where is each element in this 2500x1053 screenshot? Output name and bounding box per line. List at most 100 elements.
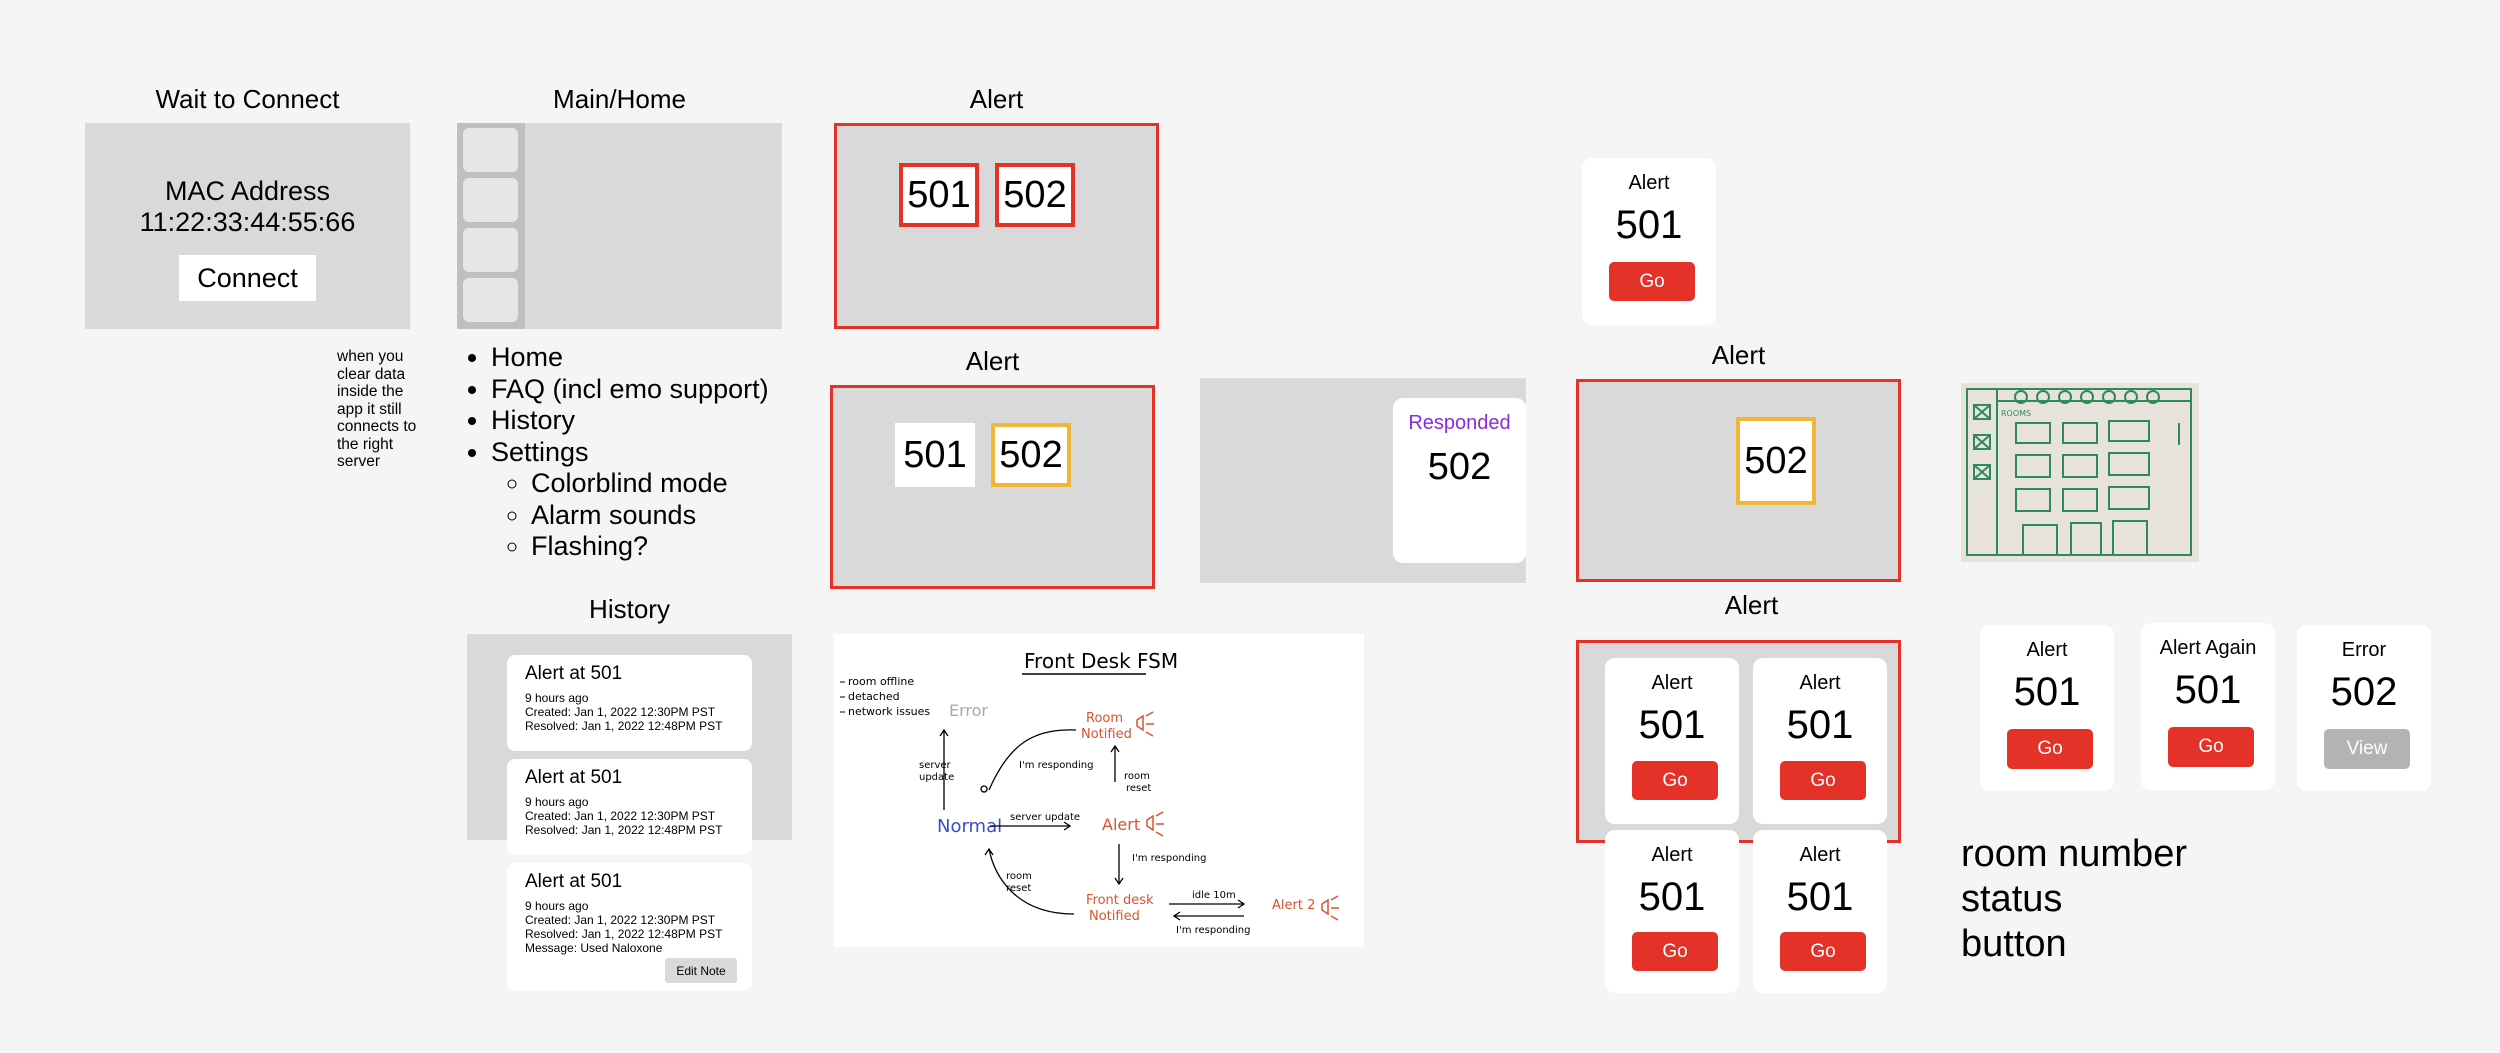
fsm-edge-label: reset (1126, 783, 1151, 794)
fsm-legend-item: detached (848, 690, 900, 703)
status-card-label: Alert (2026, 639, 2068, 661)
sidebar-tab[interactable] (463, 228, 518, 272)
fsm-edge-label: I'm responding (1019, 760, 1094, 771)
fsm-state-error: Error (949, 701, 988, 720)
history-card-created: Created: Jan 1, 2022 12:30PM PST (525, 913, 716, 927)
alert3-frame: 502 (1576, 379, 1901, 582)
alert-card[interactable]: Alert 501 Go (1582, 158, 1716, 325)
alert-card-room: 501 (1638, 703, 1706, 747)
view-button[interactable]: View (2324, 729, 2410, 769)
alert-card-room: 501 (1786, 703, 1854, 747)
history-card[interactable]: Alert at 501 9 hours ago Created: Jan 1,… (507, 655, 752, 751)
alert2-frame: 501 502 (830, 385, 1155, 589)
responded-room: 502 (1427, 446, 1492, 488)
alert-card[interactable]: Alert 501 Go (1605, 830, 1739, 993)
mac-value: 11:22:33:44:55:66 (139, 207, 356, 237)
alert-card-room: 501 (1786, 875, 1854, 919)
alert-card[interactable]: Alert 501 Go (1753, 658, 1887, 824)
wait-frame: MAC Address 11:22:33:44:55:66 Connect (85, 123, 410, 329)
history-card-title: Alert at 501 (525, 871, 623, 892)
alert-card-label: Alert (1651, 844, 1693, 866)
alert-card-label: Alert (1799, 672, 1841, 694)
fsm-edge-label: room (1006, 871, 1032, 882)
status-card-room: 501 (2174, 668, 2242, 712)
history-card[interactable]: Alert at 501 9 hours ago Created: Jan 1,… (507, 759, 752, 855)
connect-button[interactable]: Connect (179, 255, 316, 301)
nav-item: Home (491, 342, 769, 374)
alert-card[interactable]: Alert 501 Go (1753, 830, 1887, 993)
go-button[interactable]: Go (2168, 727, 2254, 767)
component-legend: room number status button (1961, 832, 2187, 967)
fsm-title: Front Desk FSM (1024, 649, 1178, 673)
nav-item: FAQ (incl emo support) (491, 374, 769, 406)
fsm-legend-item: room offline (848, 675, 914, 688)
main-nav-list: Home FAQ (incl emo support) History Sett… (457, 342, 769, 563)
alert-card-label: Alert (1628, 172, 1670, 194)
history-card-created: Created: Jan 1, 2022 12:30PM PST (525, 809, 716, 823)
sketch-label: ROOMS (2001, 409, 2031, 418)
history-card-title: Alert at 501 (525, 767, 623, 788)
sidebar-tab[interactable] (463, 178, 518, 222)
room-tile[interactable]: 502 (1736, 417, 1816, 505)
room-tile[interactable]: 501 (899, 163, 979, 227)
fsm-edge-label: room (1124, 771, 1150, 782)
go-button[interactable]: Go (1632, 761, 1718, 800)
fsm-edge-label: idle 10m (1192, 890, 1236, 901)
history-title: History (589, 594, 670, 624)
alert1-frame: 501 502 (834, 123, 1159, 329)
fsm-svg: Front Desk FSM room offline detached net… (840, 649, 1339, 936)
status-card[interactable]: Alert 501 Go (1980, 625, 2114, 791)
fsm-edge-label: server (919, 760, 952, 771)
sketch-photo: ROOMS (1961, 383, 2199, 562)
fsm-state-normal: Normal (937, 816, 1002, 837)
history-card-ago: 9 hours ago (525, 899, 589, 913)
sidebar-tab[interactable] (463, 128, 518, 172)
alert1-title: Alert (969, 84, 1024, 114)
status-card[interactable]: Error 502 View (2297, 625, 2431, 791)
alert3-title: Alert (1711, 340, 1766, 370)
alert4-title: Alert (1724, 590, 1779, 620)
go-button[interactable]: Go (1609, 262, 1695, 301)
wait-title: Wait to Connect (155, 84, 340, 114)
fsm-state-room-notified: Notified (1081, 727, 1132, 742)
alert-card[interactable]: Alert 501 Go (1605, 658, 1739, 824)
fsm-edge-label: I'm responding (1176, 925, 1251, 936)
history-card-message: Message: Used Naloxone (525, 941, 663, 955)
alert-card-label: Alert (1799, 844, 1841, 866)
fsm-edge-label: reset (1006, 883, 1031, 894)
nav-item: Settings Colorblind mode Alarm sounds Fl… (491, 437, 769, 563)
status-card-label: Alert Again (2159, 637, 2257, 659)
responded-status: Responded (1408, 412, 1511, 434)
go-button[interactable]: Go (1632, 932, 1718, 971)
room-tile[interactable]: 502 (991, 423, 1071, 487)
responded-card[interactable]: Responded 502 (1393, 398, 1526, 563)
legend-line: room number (1961, 833, 2187, 875)
status-card[interactable]: Alert Again 501 Go (2141, 623, 2275, 790)
history-card-ago: 9 hours ago (525, 795, 589, 809)
mac-label: MAC Address (164, 176, 331, 206)
fsm-edge-label: update (919, 772, 954, 783)
alert2-title: Alert (965, 346, 1020, 376)
go-button[interactable]: Go (2007, 729, 2093, 769)
status-card-room: 501 (2013, 670, 2081, 714)
wait-note: when you clear data inside the app it st… (337, 348, 417, 470)
history-card-resolved: Resolved: Jan 1, 2022 12:48PM PST (525, 927, 723, 941)
sidebar-tab[interactable] (463, 278, 518, 322)
edit-note-button[interactable]: Edit Note (665, 958, 737, 983)
history-card[interactable]: Alert at 501 9 hours ago Created: Jan 1,… (507, 863, 752, 991)
room-tile[interactable]: 501 (895, 423, 975, 487)
main-title: Main/Home (553, 84, 686, 114)
go-button[interactable]: Go (1780, 932, 1866, 971)
status-card-room: 502 (2330, 670, 2398, 714)
status-card-label: Error (2341, 639, 2387, 661)
alert-card-room: 501 (1615, 203, 1683, 247)
fsm-diagram: Front Desk FSM room offline detached net… (834, 634, 1364, 947)
nav-item-label: Settings (491, 436, 589, 467)
sketch-svg: ROOMS (1966, 388, 2192, 556)
room-tile[interactable]: 502 (995, 163, 1075, 227)
history-card-created: Created: Jan 1, 2022 12:30PM PST (525, 705, 716, 719)
legend-line: status (1961, 878, 2063, 920)
fsm-legend-item: network issues (848, 705, 930, 718)
go-button[interactable]: Go (1780, 761, 1866, 800)
fsm-edge-label: I'm responding (1132, 853, 1207, 864)
